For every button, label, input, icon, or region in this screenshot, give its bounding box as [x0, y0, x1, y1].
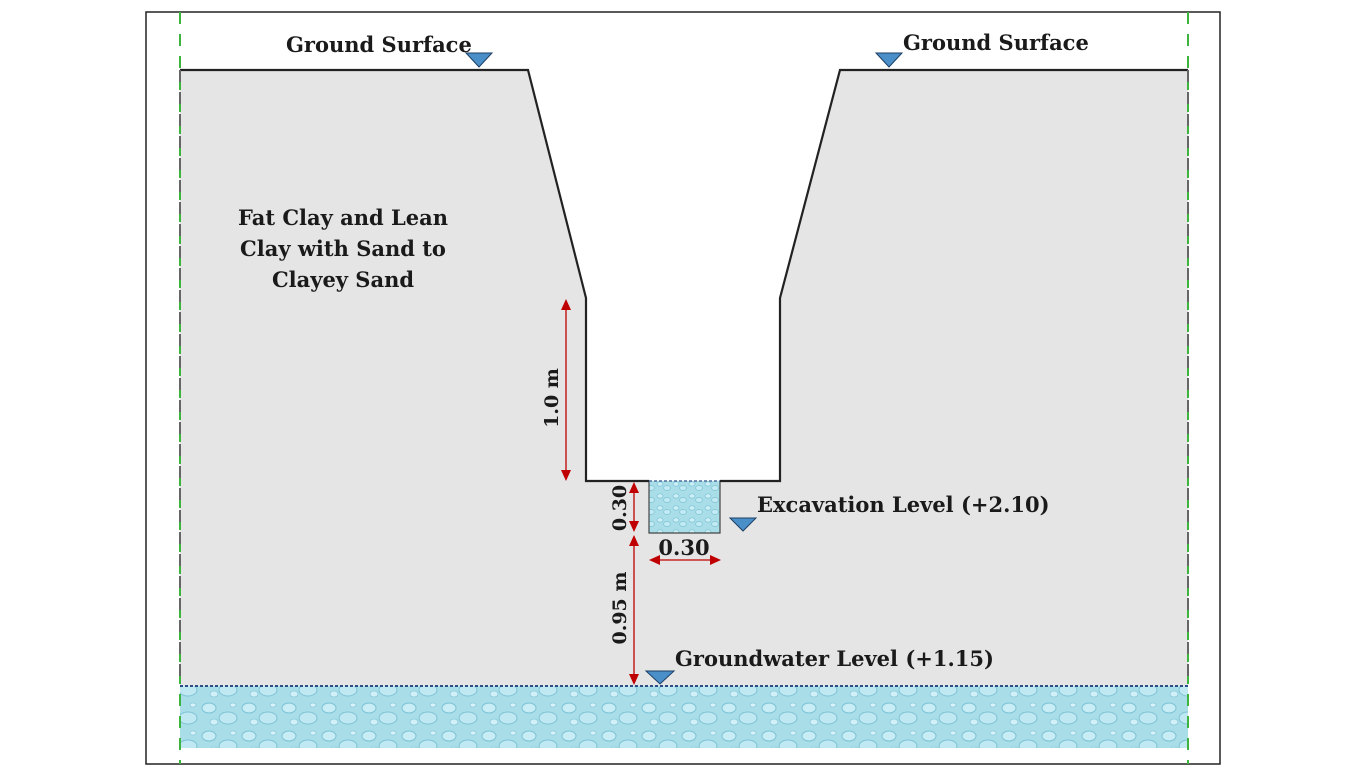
- pit-depth-label: 0.30: [609, 485, 631, 531]
- ground-surface-marker-right: [874, 52, 904, 68]
- soil-description-line-1: Fat Clay and Lean: [238, 205, 448, 230]
- groundwater-level-marker: [644, 670, 676, 685]
- ground-surface-label-left: Ground Surface: [286, 32, 472, 57]
- soil-description-line-3: Clayey Sand: [272, 267, 414, 292]
- ground-surface-outline: [180, 68, 1188, 483]
- ground-surface-label-right: Ground Surface: [903, 30, 1089, 55]
- groundwater-level-label: Groundwater Level (+1.15): [675, 646, 994, 671]
- depth-1m-label: 1.0 m: [541, 368, 563, 428]
- pit-width-label: 0.30: [658, 535, 709, 560]
- depth-0-95m-label: 0.95 m: [609, 572, 631, 645]
- excavation-level-label: Excavation Level (+2.10): [757, 492, 1050, 517]
- soil-description-line-2: Clay with Sand to: [240, 236, 446, 261]
- soil-body: [180, 70, 1188, 686]
- ground-surface-marker-left: [464, 52, 494, 68]
- excavation-level-marker: [728, 517, 758, 532]
- drainage-pit: [649, 481, 720, 533]
- groundwater-zone: [180, 686, 1188, 748]
